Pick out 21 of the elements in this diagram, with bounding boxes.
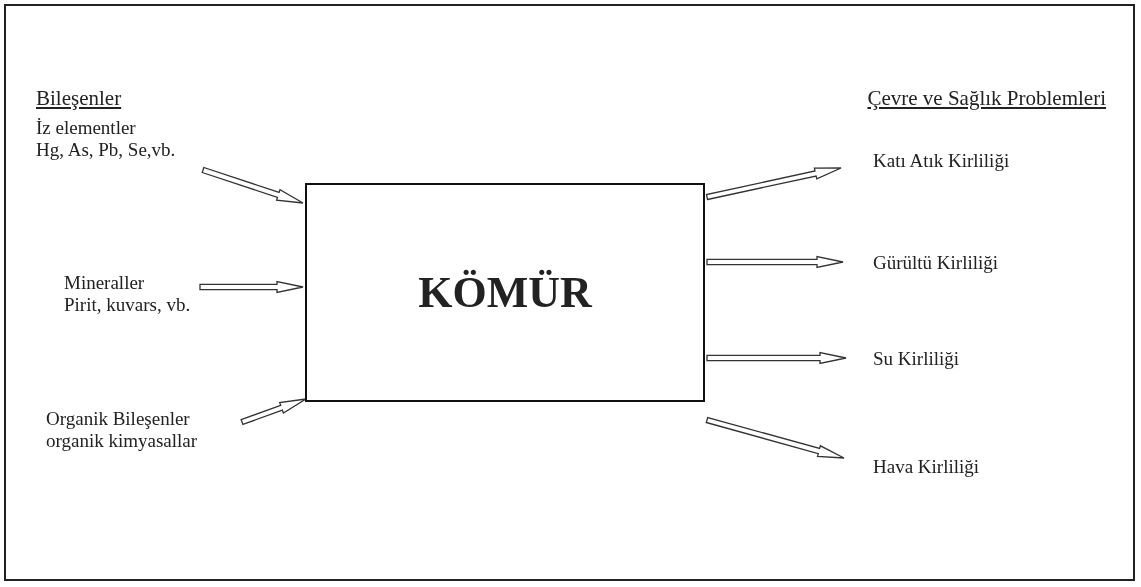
block-arrow [199,280,304,294]
item-text: Pirit, kuvars, vb. [64,294,191,316]
item-text: Su Kirliliği [873,348,960,370]
item-text: Gürültü Kirliliği [873,252,999,274]
item-text: Katı Atık Kirliliği [873,150,1010,172]
box-title: KÖMÜR [418,267,592,318]
block-arrow [706,255,844,269]
item-text: Organik Bileşenler [46,408,191,430]
item-text: İz elementler [36,117,137,139]
item-text: organik kimyasallar [46,430,198,452]
block-arrow [201,166,304,204]
block-arrow [705,167,842,201]
item-text: Hava Kirliliği [873,456,980,478]
item-text: Mineraller [64,272,146,294]
block-arrow [706,351,847,365]
central-box [305,183,705,402]
block-arrow [705,416,845,459]
section-heading: Çevre ve Sağlık Problemleri [867,86,1106,111]
block-arrow [240,398,307,426]
item-text: Hg, As, Pb, Se,vb. [36,139,176,161]
section-heading: Bileşenler [36,86,122,111]
